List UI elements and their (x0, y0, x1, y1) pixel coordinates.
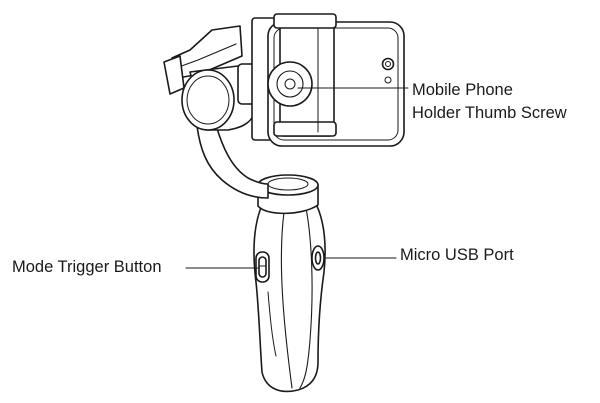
phone-camera-lens (385, 61, 391, 67)
pan-motor-face-inner (186, 75, 230, 125)
micro-usb-port (314, 251, 322, 265)
thumb-screw-label-line2: Holder Thumb Screw (412, 104, 567, 122)
handle-grip (253, 199, 326, 393)
handle-front-seam (280, 211, 293, 389)
mode-trigger-button (258, 256, 267, 278)
thumb-screw-center (284, 78, 296, 90)
top-arm-edge (175, 43, 237, 69)
gimbal-arm (196, 117, 269, 199)
usb-port-label: Micro USB Port (400, 246, 514, 264)
handle-rear-seam (299, 207, 313, 389)
mode-trigger-label: Mode Trigger Button (12, 258, 162, 276)
phone-holder-top-jaw (273, 13, 337, 29)
phone-holder-bottom-jaw (273, 121, 337, 137)
phone-flash (384, 76, 392, 84)
handle-grip-contour (267, 291, 277, 357)
handle-top-cap-inner (267, 177, 309, 191)
top-arm-lower (163, 55, 185, 95)
thumb-screw-label-line1: Mobile Phone (412, 81, 513, 99)
